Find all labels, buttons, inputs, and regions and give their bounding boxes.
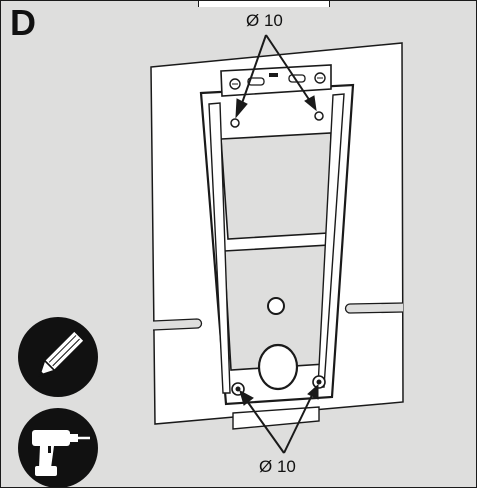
fixing-hole-top-right [314, 111, 324, 121]
dimension-arrows-bottom [239, 383, 319, 454]
top-bracket [220, 64, 332, 97]
header-tab [198, 1, 330, 7]
dimension-arrows-top [235, 34, 317, 119]
frame-inner-right [317, 93, 345, 388]
diameter-label-bottom: Ø 10 [259, 457, 296, 476]
drill-icon [18, 408, 98, 487]
frame-window-upper [220, 132, 332, 240]
step-letter: D [10, 2, 36, 43]
diameter-label-top: Ø 10 [246, 11, 283, 30]
wall-slot-left [152, 318, 203, 331]
pencil-icon [18, 317, 98, 397]
bracket-slot-left [247, 77, 265, 86]
fixing-hole-top-left [230, 118, 240, 128]
waste-pipe-opening [257, 343, 299, 391]
frame-inner-left [208, 102, 231, 394]
flush-pipe-opening [267, 297, 285, 315]
wall-slot-right [344, 302, 404, 314]
